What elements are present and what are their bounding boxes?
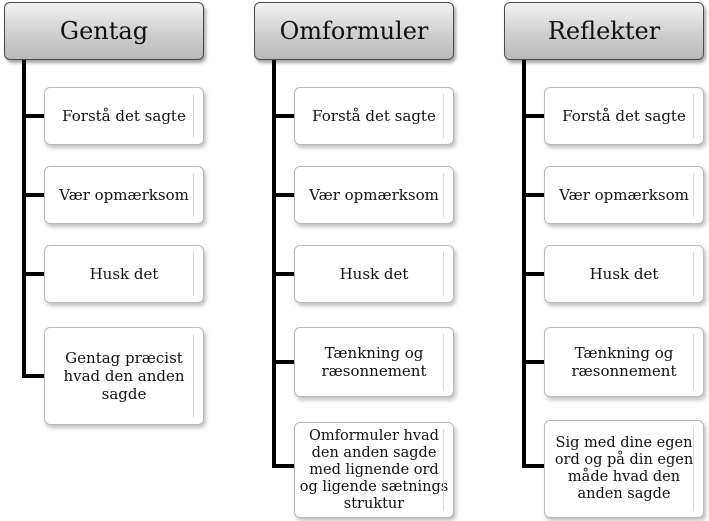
step-label: Husk det — [89, 265, 159, 283]
step-label: Sig med dine egen ord og på din egen måd… — [554, 435, 694, 502]
connector-branch — [22, 272, 46, 276]
step-box: Husk det — [44, 245, 204, 303]
step-label: Vær opmærksom — [559, 186, 689, 204]
connector-branch — [22, 374, 46, 378]
step-label: Tænkning og ræsonnement — [571, 344, 677, 380]
step-box: Vær opmærksom — [294, 166, 454, 224]
step-label: Tænkning og ræsonnement — [321, 344, 427, 380]
step-label: Forstå det sagte — [62, 107, 186, 125]
connector-branch — [272, 464, 296, 468]
step-label: Gentag præcist hvad den anden sagde — [63, 349, 185, 403]
connector-line — [22, 60, 26, 378]
step-box: Omformuler hvad den anden sagde med lign… — [294, 422, 454, 518]
connector-branch — [522, 360, 546, 364]
step-box: Tænkning og ræsonnement — [544, 327, 704, 397]
connector-branch — [22, 114, 46, 118]
column-header: Omformuler — [254, 2, 454, 60]
step-label: Vær opmærksom — [59, 186, 189, 204]
step-label: Husk det — [589, 265, 659, 283]
step-box: Vær opmærksom — [544, 166, 704, 224]
column-header: Gentag — [4, 2, 204, 60]
step-box: Vær opmærksom — [44, 166, 204, 224]
step-label: Husk det — [339, 265, 409, 283]
column-header: Reflekter — [504, 2, 704, 60]
connector-branch — [272, 272, 296, 276]
connector-branch — [522, 272, 546, 276]
step-label: Omformuler hvad den anden sagde med lign… — [299, 427, 449, 512]
step-box: Forstå det sagte — [294, 87, 454, 145]
step-label: Forstå det sagte — [562, 107, 686, 125]
connector-branch — [522, 114, 546, 118]
column-reflekter: Reflekter Forstå det sagte Vær opmærksom… — [500, 0, 709, 521]
step-box: Forstå det sagte — [44, 87, 204, 145]
step-label: Vær opmærksom — [309, 186, 439, 204]
connector-branch — [522, 464, 546, 468]
step-box: Sig med dine egen ord og på din egen måd… — [544, 420, 704, 518]
connector-line — [272, 60, 276, 468]
connector-branch — [22, 193, 46, 197]
connector-branch — [272, 114, 296, 118]
step-label: Forstå det sagte — [312, 107, 436, 125]
column-gentag: Gentag Forstå det sagte Vær opmærksom Hu… — [0, 0, 220, 521]
connector-line — [522, 60, 526, 468]
connector-branch — [522, 193, 546, 197]
step-box: Husk det — [544, 245, 704, 303]
connector-branch — [272, 193, 296, 197]
step-box: Husk det — [294, 245, 454, 303]
connector-branch — [272, 360, 296, 364]
step-box: Forstå det sagte — [544, 87, 704, 145]
column-omformuler: Omformuler Forstå det sagte Vær opmærkso… — [250, 0, 470, 521]
step-box: Tænkning og ræsonnement — [294, 327, 454, 397]
step-box: Gentag præcist hvad den anden sagde — [44, 327, 204, 425]
